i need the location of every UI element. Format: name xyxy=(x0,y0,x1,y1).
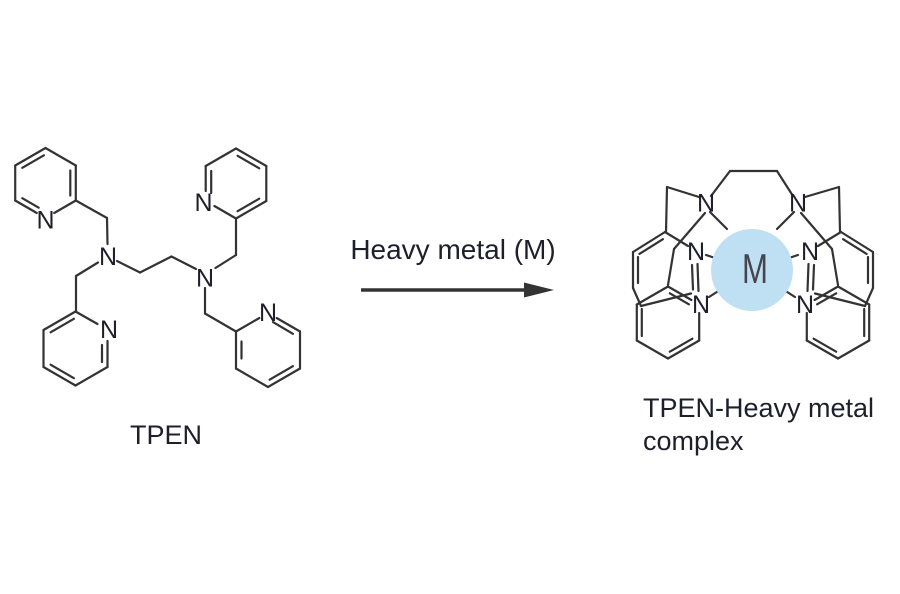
ethylene-bridge xyxy=(115,255,198,274)
bond-line xyxy=(638,238,665,255)
bond-line xyxy=(837,185,842,234)
bond-line xyxy=(74,365,109,387)
bond-line xyxy=(203,312,238,333)
complex-bridge-and-arms xyxy=(664,169,842,287)
bond-line xyxy=(214,253,238,270)
bond-line xyxy=(666,247,676,287)
bond-line xyxy=(841,238,868,255)
bond-line xyxy=(236,197,261,213)
bond-line xyxy=(666,285,693,302)
amine-nitrogen-label: N xyxy=(697,190,715,218)
nitrogen-label: N xyxy=(259,299,277,327)
reaction-arrow-group: Heavy metal (M) xyxy=(350,234,556,298)
bond-line xyxy=(49,317,76,334)
bond-line xyxy=(812,337,838,353)
bond-line xyxy=(105,216,109,246)
bond-line xyxy=(799,211,834,251)
bond-line xyxy=(236,154,261,170)
nitrogen-label: N xyxy=(692,291,710,319)
bond-line xyxy=(663,230,690,248)
bond-line xyxy=(665,185,701,199)
pyridine-ring-lower-left xyxy=(42,261,109,387)
bond-line xyxy=(213,204,238,220)
metal-ion-circle xyxy=(711,229,793,311)
bond-line xyxy=(664,185,669,234)
pyridine-ring-lower-right xyxy=(203,286,302,389)
nitrogen-label: N xyxy=(796,291,814,319)
bond-line xyxy=(204,147,238,168)
bond-line xyxy=(631,230,667,254)
bond-line xyxy=(816,230,843,248)
bond-line xyxy=(668,337,694,353)
reactant-caption: TPEN xyxy=(130,420,202,450)
bond-line xyxy=(635,339,670,360)
bond-line xyxy=(811,263,816,291)
bond-line xyxy=(709,169,732,198)
product-caption-line2: complex xyxy=(643,426,744,456)
bond-line xyxy=(806,262,810,293)
bond-line xyxy=(839,230,875,254)
bond-line xyxy=(635,285,670,306)
bond-line xyxy=(21,154,46,169)
bond-line xyxy=(234,316,261,333)
bond-line xyxy=(44,146,77,167)
bond-line xyxy=(813,285,840,302)
product-caption-line1: TPEN-Heavy metal xyxy=(643,393,874,423)
bond-line xyxy=(74,261,100,278)
bond-line xyxy=(690,263,695,291)
nitrogen-label: N xyxy=(194,189,212,217)
complex-pyridine-lower-right xyxy=(805,285,871,360)
bond-line xyxy=(74,310,99,326)
pyridine-ring-upper-right xyxy=(204,147,268,270)
bond-line xyxy=(775,210,796,231)
bond-line xyxy=(14,146,47,167)
bond-line xyxy=(266,367,302,389)
bond-line xyxy=(234,147,268,168)
amine-nitrogen-label: N xyxy=(99,243,117,271)
arrow-label: Heavy metal (M) xyxy=(350,234,555,265)
bond-line xyxy=(775,169,795,198)
bond-line xyxy=(234,367,270,389)
bond-line xyxy=(170,255,198,271)
bond-line xyxy=(14,199,38,215)
bond-line xyxy=(672,211,707,251)
bond-line xyxy=(21,197,40,209)
amine-nitrogen-label: N xyxy=(789,190,807,218)
bond-line xyxy=(42,365,77,387)
nitrogen-label: N xyxy=(801,238,819,266)
bond-line xyxy=(271,321,294,335)
bond-line xyxy=(803,185,841,199)
bond-line xyxy=(53,199,77,215)
bond-line xyxy=(275,316,302,333)
amine-nitrogen-label: N xyxy=(196,265,214,293)
nitrogen-label: N xyxy=(100,316,118,344)
pyridine-ring-upper-left xyxy=(14,146,109,246)
bond-line xyxy=(708,210,729,231)
complex-pyridine-lower-left xyxy=(635,285,701,360)
bond-line xyxy=(138,255,173,274)
bond-line xyxy=(234,199,268,220)
bond-line xyxy=(696,262,700,293)
bond-line xyxy=(49,363,76,380)
bond-line xyxy=(668,292,691,306)
bond-line xyxy=(666,339,701,360)
bond-line xyxy=(836,285,871,306)
nitrogen-label: N xyxy=(687,238,705,266)
bond-line xyxy=(115,259,142,274)
tpen-structure: N N N N N N TPEN xyxy=(14,146,302,450)
bond-line xyxy=(805,339,840,360)
bond-line xyxy=(74,199,109,220)
reaction-arrow-head xyxy=(524,282,554,298)
bond-line xyxy=(836,339,871,360)
bond-line xyxy=(815,292,838,306)
nitrogen-label: N xyxy=(36,207,54,235)
metal-label: M xyxy=(742,245,768,292)
complex-pyridine-outer-right xyxy=(806,230,875,308)
bond-line xyxy=(830,247,840,287)
bond-line xyxy=(42,310,77,332)
tpen-metal-complex-structure: M xyxy=(631,169,875,456)
bond-line xyxy=(268,365,294,381)
